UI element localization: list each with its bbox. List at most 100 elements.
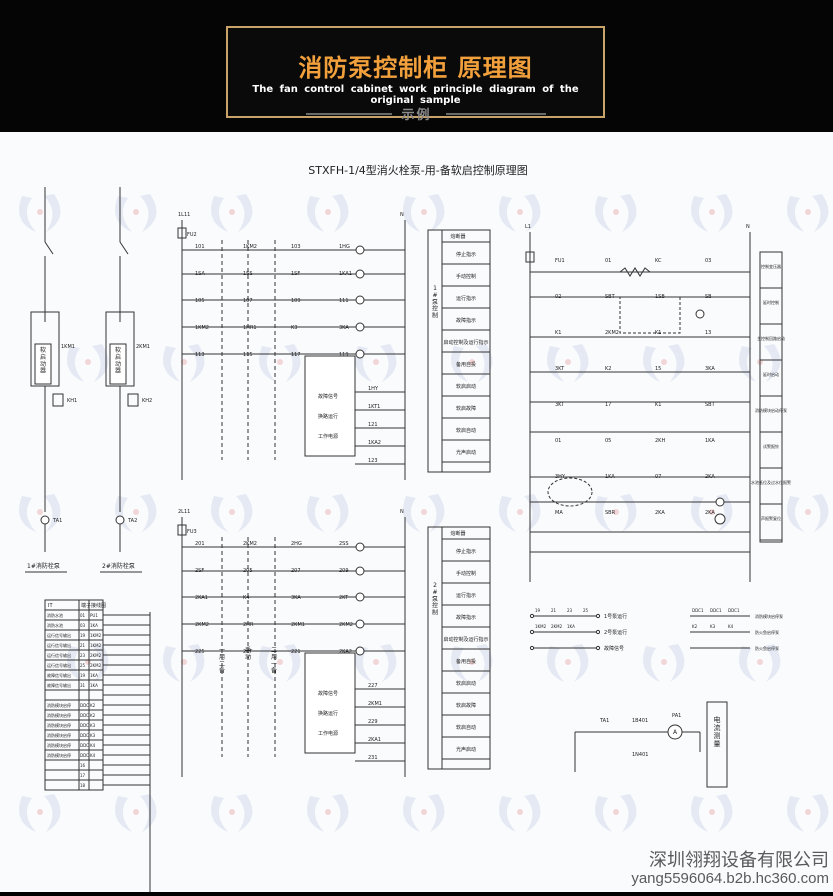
watermark-dot <box>709 809 715 815</box>
watermark-swirl <box>476 644 493 682</box>
watermark-swirl <box>547 646 564 682</box>
watermark-swirl <box>499 196 516 232</box>
terminal-desc: 消防模块启停 <box>47 702 71 708</box>
wiring <box>25 187 783 892</box>
legend-side: 1 <box>433 285 437 292</box>
watermark-swirl <box>140 494 157 532</box>
breaker-contact <box>119 241 129 255</box>
watermark-swirl <box>451 646 468 682</box>
watermark-swirl <box>284 344 301 382</box>
circuit-label: 103 <box>291 244 301 250</box>
circuit-label: 2KM1 <box>291 622 305 628</box>
starter-label: 器 <box>40 368 46 375</box>
circuit-label: 2KM2 <box>195 622 209 628</box>
right-legend-item: 延时控制 <box>763 299 779 305</box>
watermark-swirl <box>236 794 253 832</box>
circuit-label: 113 <box>195 352 205 358</box>
circuit-label: 2KA1 <box>368 737 381 743</box>
right-label: SB <box>705 294 712 300</box>
circuit-label: 1SF <box>291 271 300 277</box>
watermark-swirl <box>115 196 132 232</box>
meter-box-label: 量 <box>714 740 721 748</box>
legend-item: 停止指示 <box>456 548 476 555</box>
starter-label: 动 <box>115 361 121 368</box>
watermark-swirl <box>620 794 637 832</box>
watermark-swirl <box>787 796 804 832</box>
circuit-label: 201 <box>195 541 205 547</box>
circuit-label: 231 <box>368 755 378 761</box>
status-term: 25 <box>583 608 589 613</box>
starter-term: 换路运行 <box>318 413 338 420</box>
status-term: 1KM2 <box>535 624 547 629</box>
terminal-desc: 故障信号输出 <box>47 682 71 688</box>
watermark-swirl <box>476 344 493 382</box>
terminal <box>595 645 601 651</box>
soft-starter-box <box>109 343 127 385</box>
legend-item: 备用自投 <box>456 361 476 368</box>
watermark-dot <box>613 209 619 215</box>
status-term: 19 <box>535 608 541 613</box>
starter-label: 启 <box>115 353 121 361</box>
watermark-swirl <box>236 194 253 232</box>
sample-label: 示例 <box>401 108 432 123</box>
right-legend-item: 主控制回路启动 <box>757 335 785 341</box>
starter-label: 动 <box>40 361 46 368</box>
circuit-label: 205 <box>243 568 253 574</box>
legend-item: 停止指示 <box>456 251 476 258</box>
watermark-swirl <box>716 494 733 532</box>
terminal-desc: 运行信号输出 <box>47 632 71 638</box>
circuit-label: 2SF <box>195 568 204 574</box>
circuit-label: 209 <box>339 568 349 574</box>
meter-label: 1N401 <box>632 752 648 758</box>
watermark-dot <box>661 659 667 665</box>
meter-label: TA1 <box>599 718 609 724</box>
right-label: 2KA <box>705 510 715 516</box>
starter-label: 启 <box>40 353 46 361</box>
legend-item: 故障指示 <box>456 614 476 621</box>
circuit-label: 2KA2 <box>339 649 352 655</box>
circuit-label: 1KT1 <box>368 404 380 410</box>
terminal <box>529 629 535 635</box>
watermark-dot <box>517 509 523 515</box>
watermark-swirl <box>764 644 781 682</box>
starter-label: 软 <box>40 346 46 354</box>
circuit-label: 2KM2 <box>243 541 257 547</box>
terminal-desc: 消防模块启停 <box>47 712 71 718</box>
circuit-label: 107 <box>243 298 253 304</box>
circuit-label: 2KT <box>243 649 253 655</box>
legend-item: 软启启动 <box>456 680 476 687</box>
diagram-title: STXFH-1/4型消火栓泵-用-备软启控制原理图 <box>308 163 527 177</box>
right-label: 07 <box>655 474 661 480</box>
terminal-device: K4 <box>90 753 96 758</box>
terminal-no: 19 <box>80 633 86 638</box>
terminal-desc: 消防模块启停 <box>47 722 71 728</box>
meter-box <box>706 701 728 788</box>
starter-term: 工作电源 <box>318 730 338 737</box>
watermark-swirl <box>428 794 445 832</box>
fuse <box>177 524 187 536</box>
soft-starter-box <box>34 343 52 385</box>
circuit-label: 207 <box>291 568 301 574</box>
fuse <box>525 251 535 263</box>
watermark-swirl <box>572 344 589 382</box>
watermark-swirl <box>140 794 157 832</box>
right-label: K1 <box>655 330 661 336</box>
watermark-swirl <box>499 796 516 832</box>
module-term: K3 <box>710 624 716 629</box>
watermark-swirl <box>211 496 228 532</box>
component-labels: 软启动器1KM1KH1TA11#消防栓泵软启动器2KM1KH2TA22#消防栓泵… <box>27 212 791 788</box>
right-label: L1 <box>525 224 531 230</box>
watermark-swirl <box>332 194 349 232</box>
watermark-dot <box>277 359 283 365</box>
module-label: 防火鱼启停泵 <box>755 629 779 635</box>
right-label: MA <box>555 510 563 516</box>
watermark-swirl <box>92 644 109 682</box>
watermark-swirl <box>739 646 756 682</box>
right-label: KC <box>655 258 662 264</box>
circuit-label: 111 <box>339 298 349 304</box>
watermark-swirl <box>595 496 612 532</box>
switch-mode-label: 备 <box>271 667 277 675</box>
right-label: 3KT <box>555 366 565 372</box>
ct-label: TA2 <box>127 518 137 524</box>
watermark-swirl <box>524 194 541 232</box>
